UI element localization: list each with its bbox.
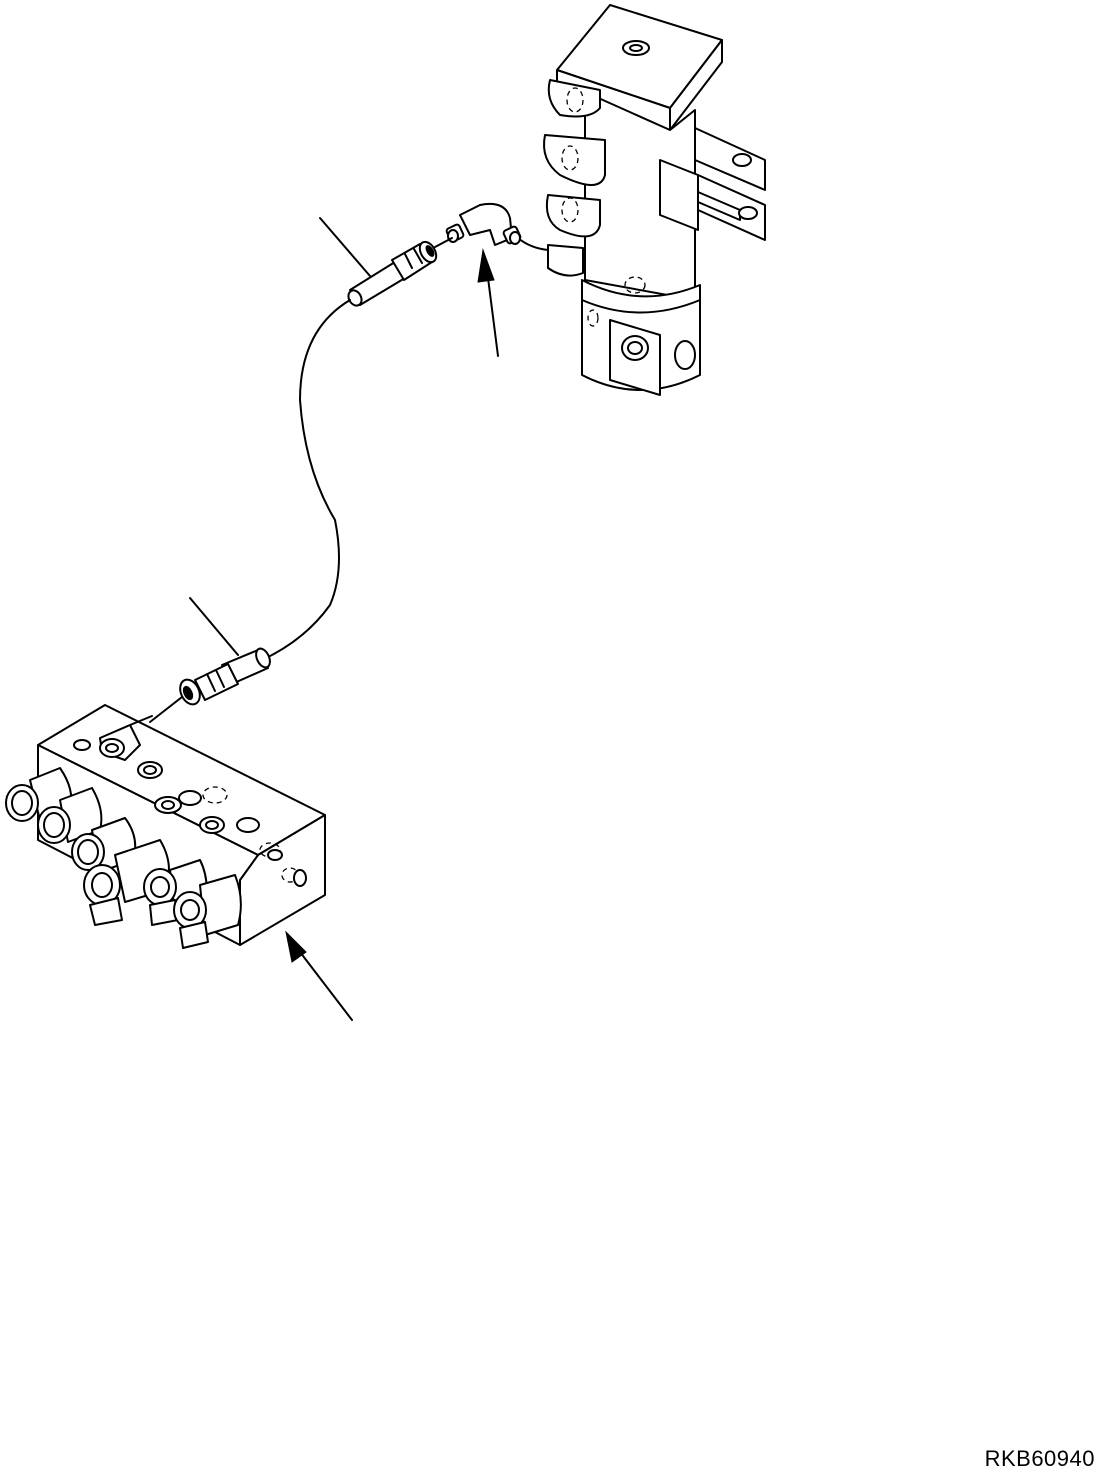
arrowhead-elbow [477, 248, 495, 283]
drawing-code: RKB60940 [984, 1446, 1095, 1471]
leader-lines [189, 217, 499, 1021]
solenoid-coil [5, 767, 73, 822]
leader-line-lower-coupler [189, 597, 239, 656]
leader-line-upper-coupler [319, 217, 371, 277]
solenoid-coil [37, 787, 103, 844]
hose [261, 299, 351, 661]
arrowhead-valve-block [285, 930, 307, 963]
arrow-line-valve-block [299, 951, 353, 1021]
elbow-fitting [445, 202, 549, 251]
arrow-line-elbow [486, 269, 499, 357]
lift-cylinder-valve [543, 4, 766, 396]
solenoid-coil [173, 874, 242, 949]
solenoid-valve-block [5, 704, 326, 949]
quick-coupler-lower [149, 647, 271, 723]
quick-coupler-upper [347, 237, 453, 307]
